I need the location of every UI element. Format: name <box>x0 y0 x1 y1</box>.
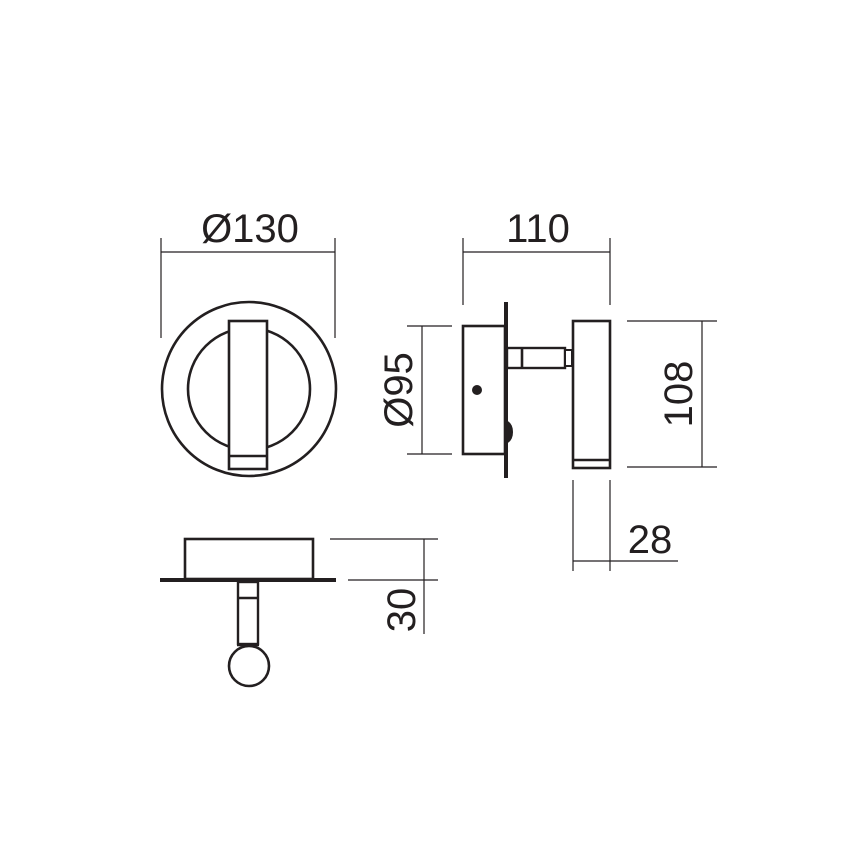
dimension-base-depth-30: 30 <box>330 538 438 634</box>
base-box-top <box>183 537 315 581</box>
arm <box>505 346 567 370</box>
front-view: Ø130 <box>160 207 338 478</box>
joint-ball <box>227 644 271 688</box>
dimension-label-diameter: Ø130 <box>201 207 299 251</box>
outer-base-circle <box>160 300 338 478</box>
top-view: 30 <box>160 537 438 688</box>
dimension-head-depth-28: 28 <box>572 480 678 571</box>
dimension-base-diameter-95: Ø95 <box>377 325 452 455</box>
base-box <box>461 324 507 456</box>
stem <box>236 580 260 646</box>
dimension-label-head-depth: 28 <box>628 518 673 562</box>
side-view: 110 Ø95 108 <box>377 207 717 571</box>
arm-joint <box>564 349 573 367</box>
dimension-width-110: 110 <box>462 207 611 305</box>
dimension-label-head-height: 108 <box>657 361 701 428</box>
indicator-dot <box>472 385 482 395</box>
dimension-label-base-depth: 30 <box>380 588 424 633</box>
dimension-label-base-diameter: Ø95 <box>377 352 421 428</box>
dimension-label-width: 110 <box>506 207 570 251</box>
switch-knob <box>506 420 513 444</box>
dimension-diameter-130: Ø130 <box>160 207 336 338</box>
lamp-head <box>227 319 269 471</box>
lamp-head-side <box>571 319 612 470</box>
dimension-head-height-108: 108 <box>627 320 717 468</box>
